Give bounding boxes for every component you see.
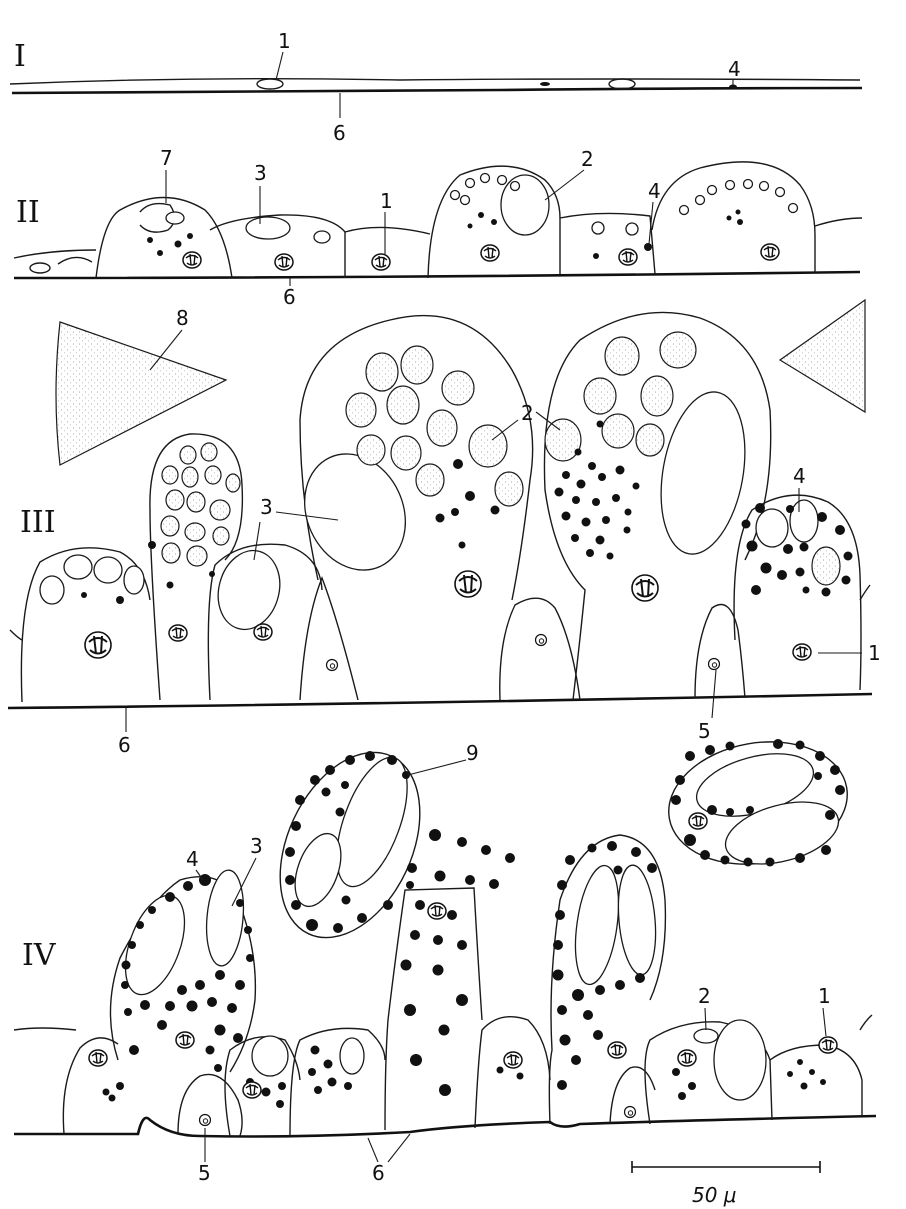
label-5: 5 <box>698 719 711 743</box>
stage-iv-label: IV <box>22 938 57 973</box>
stage-iii-label: III <box>20 505 56 540</box>
label-7: 7 <box>160 146 173 170</box>
secretion-mass-8 <box>56 322 226 465</box>
label-8: 8 <box>176 306 189 330</box>
stage-iv-epithelium: IV <box>14 728 876 1185</box>
label-4: 4 <box>793 464 806 488</box>
label-1: 1 <box>278 29 291 53</box>
label-9: 9 <box>466 741 479 765</box>
label-1: 1 <box>868 641 881 665</box>
stage-iii-epithelium: III <box>8 300 881 757</box>
scale-bar: 50 μ <box>632 1161 820 1207</box>
label-3: 3 <box>260 495 273 519</box>
stage-i-epithelium: I 1 4 6 <box>10 29 862 145</box>
label-4: 4 <box>728 57 741 81</box>
label-5: 5 <box>198 1161 211 1185</box>
stage-ii-label: II <box>16 195 40 230</box>
label-3: 3 <box>254 161 267 185</box>
label-1: 1 <box>380 189 393 213</box>
label-1: 1 <box>818 984 831 1008</box>
stage-i-label: I <box>14 39 26 74</box>
label-6: 6 <box>118 733 131 757</box>
scale-bar-label: 50 μ <box>692 1183 737 1207</box>
label-3: 3 <box>250 834 263 858</box>
label-6: 6 <box>333 121 346 145</box>
label-4: 4 <box>186 847 199 871</box>
secretion-body-9-right <box>659 728 857 877</box>
label-6: 6 <box>283 285 296 309</box>
label-2: 2 <box>698 984 711 1008</box>
label-2: 2 <box>581 147 594 171</box>
stage-ii-epithelium: II <box>14 146 862 309</box>
label-2: 2 <box>521 401 534 425</box>
label-6: 6 <box>372 1161 385 1185</box>
label-4: 4 <box>648 179 661 203</box>
